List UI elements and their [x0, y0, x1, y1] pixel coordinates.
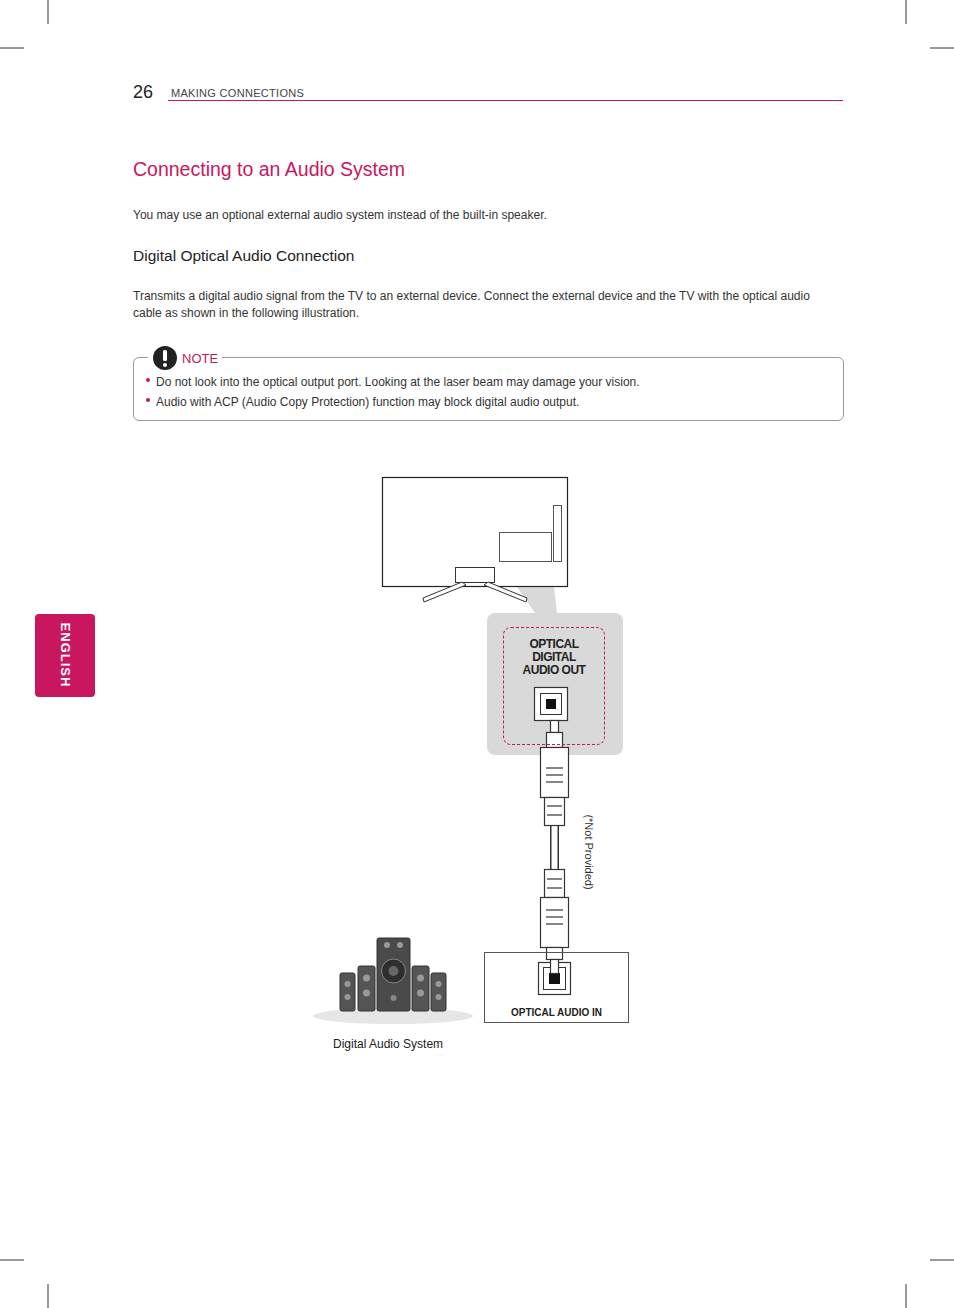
body-text: Transmits a digital audio signal from th…: [133, 288, 833, 322]
note-heading: NOTE: [182, 351, 218, 366]
audio-in-box: OPTICAL AUDIO IN: [484, 952, 629, 1023]
note-item: Do not look into the optical output port…: [146, 372, 831, 390]
subheading: Digital Optical Audio Connection: [133, 247, 354, 265]
speaker-system: [313, 938, 473, 1024]
bullet-dot: [146, 398, 150, 402]
device-caption: Digital Audio System: [333, 1037, 443, 1051]
page-number: 26: [133, 82, 153, 103]
note-box: NOTEDo not look into the optical output …: [133, 357, 844, 421]
bullet-dot: [146, 378, 150, 382]
optical-out-port: [535, 688, 568, 721]
note-heading-wrap: NOTE: [148, 345, 222, 371]
section-name: MAKING CONNECTIONS: [171, 87, 304, 99]
lower-plug: [541, 870, 569, 974]
callout-panel: [487, 613, 623, 755]
warning-icon: [152, 345, 178, 371]
upper-plug: [541, 721, 569, 826]
port-callout: OPTICAL DIGITAL AUDIO OUT: [503, 627, 605, 745]
port-label: OPTICAL DIGITAL AUDIO OUT: [519, 638, 589, 677]
language-tab-text: ENGLISH: [58, 623, 73, 688]
tv-illustration: [383, 478, 568, 603]
note-item: Audio with ACP (Audio Copy Protection) f…: [146, 392, 831, 410]
port-label: OPTICAL AUDIO IN: [511, 1007, 602, 1018]
header-rule: [168, 100, 843, 101]
intro-text: You may use an optional external audio s…: [133, 208, 547, 222]
note-text: Do not look into the optical output port…: [156, 375, 640, 389]
page-title: Connecting to an Audio System: [133, 158, 405, 181]
language-tab: [35, 614, 95, 697]
note-text: Audio with ACP (Audio Copy Protection) f…: [156, 395, 579, 409]
cable-note: (*Not Provided): [583, 812, 595, 891]
